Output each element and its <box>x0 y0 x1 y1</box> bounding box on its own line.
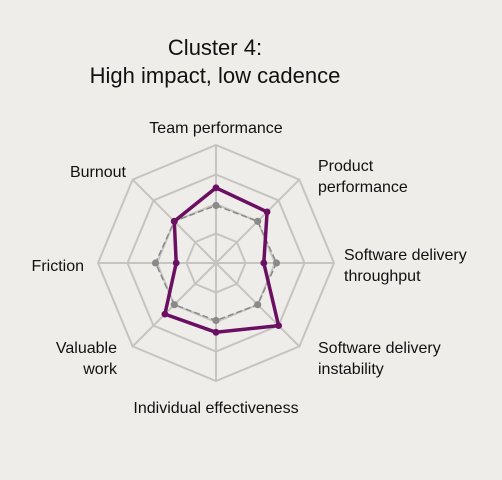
axis-label-line: Burnout <box>70 164 127 181</box>
axis-label: Team performance <box>149 120 282 137</box>
axis-label-line: performance <box>318 179 408 196</box>
axis-label: Individual effectiveness <box>133 400 298 417</box>
reference-point <box>254 217 262 225</box>
axis-label-line: Product <box>318 158 374 175</box>
axis-label-line: Software delivery <box>318 340 441 357</box>
axis-label: Product performance <box>318 158 408 196</box>
axis-label-line: Valuable <box>56 340 117 357</box>
axis-label: Software delivery throughput <box>344 247 467 285</box>
axis-label-line: Team performance <box>149 120 282 137</box>
axis-label-line: Software delivery <box>344 247 467 264</box>
reference-point <box>151 259 160 267</box>
axis-label-line: instability <box>318 361 384 378</box>
reference-point <box>272 259 281 267</box>
reference-point <box>212 316 220 325</box>
cluster-point <box>172 259 180 267</box>
axis-label: Burnout <box>70 164 127 181</box>
cluster-point <box>263 208 271 216</box>
chart-title-line-1: Cluster 4: <box>167 35 263 60</box>
radar-grid <box>96 143 336 383</box>
cluster-point <box>161 310 169 318</box>
axis-label: Software delivery instability <box>318 340 441 378</box>
axis-label-line: Individual effectiveness <box>133 400 298 417</box>
axis-label-line: Friction <box>32 258 84 275</box>
axis-label: Valuable work <box>56 340 118 378</box>
cluster-series-line <box>163 186 281 335</box>
chart-title-line-2: High impact, low cadence <box>89 63 341 88</box>
cluster-point <box>170 217 178 225</box>
axis-label-line: work <box>82 361 118 378</box>
axis-label: Friction <box>32 258 84 275</box>
axis-label-line: throughput <box>344 268 421 285</box>
cluster-point <box>212 184 220 192</box>
reference-point <box>254 301 262 309</box>
cluster-point <box>275 322 282 329</box>
reference-point <box>212 201 220 210</box>
cluster-series <box>161 184 282 336</box>
reference-point <box>170 301 178 309</box>
cluster-point <box>260 259 268 267</box>
cluster-point <box>212 328 220 336</box>
